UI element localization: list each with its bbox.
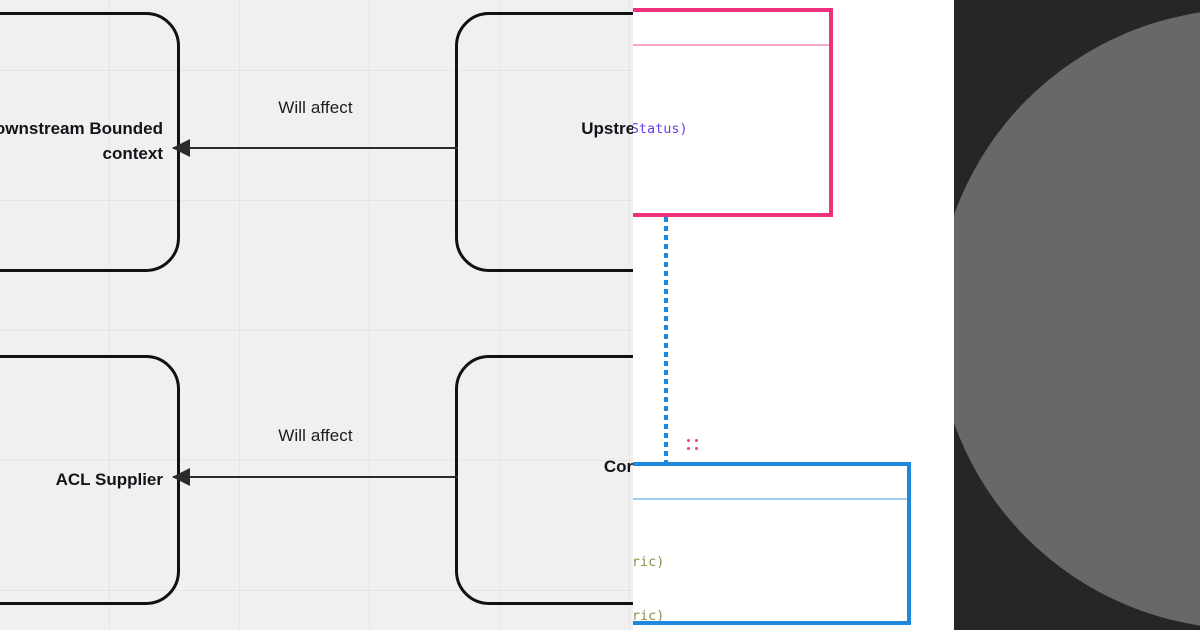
bounded-context-box-downstream-top[interactable]: Downstream Bounded context [0, 12, 180, 272]
dark-decorative-panel [954, 0, 1200, 630]
selection-handle-icon[interactable] [686, 438, 700, 452]
bounded-context-box-upstream-top[interactable]: Upstream Bounded context [455, 12, 633, 272]
er-entity-attribute-list: Id(Numeric) Id(Numeric) ion.positionId(N… [633, 500, 907, 624]
er-attribute: Id(Numeric) [633, 554, 665, 570]
er-entity-position[interactable]: Id(Numeric) Id(Numeric) ion.positionId(N… [633, 462, 911, 625]
relation-label-top: Will affect [278, 98, 353, 117]
er-entity-employee[interactable]: oymentStatus) .name(Text) EF][] ils [633, 8, 833, 217]
bounded-context-label: Upstream Bounded context [581, 119, 633, 139]
relation-label-bottom: Will affect [278, 426, 353, 445]
bounded-context-box-acl-supplier[interactable]: ACL Supplier [0, 355, 180, 605]
relation-arrow-bottom[interactable] [172, 468, 458, 486]
context-map-canvas[interactable]: Downstream Bounded context Upstream Boun… [0, 0, 633, 630]
grey-circle-shape [954, 9, 1200, 629]
er-entity-attribute-list: oymentStatus) .name(Text) EF][] ils [633, 46, 829, 213]
bounded-context-label: Downstream Bounded context [0, 119, 163, 163]
er-diagram-panel[interactable]: oymentStatus) .name(Text) EF][] ils Id(N… [633, 0, 954, 630]
bounded-context-label: Core/Supporting Customer [603, 457, 633, 477]
er-entity-header [633, 12, 829, 46]
entity-relation-connector[interactable] [664, 217, 668, 464]
er-attribute: oymentStatus) [633, 121, 688, 137]
er-entity-header [633, 466, 907, 500]
bounded-context-label: ACL Supplier [55, 469, 163, 489]
canvas-grid [0, 0, 633, 630]
er-attribute-spacer [633, 174, 829, 192]
bounded-context-box-core-supporting-customer[interactable]: Core/Supporting Customer [455, 355, 633, 605]
relation-arrow-top[interactable] [172, 139, 458, 157]
er-attribute: Id(Numeric) [633, 608, 665, 624]
